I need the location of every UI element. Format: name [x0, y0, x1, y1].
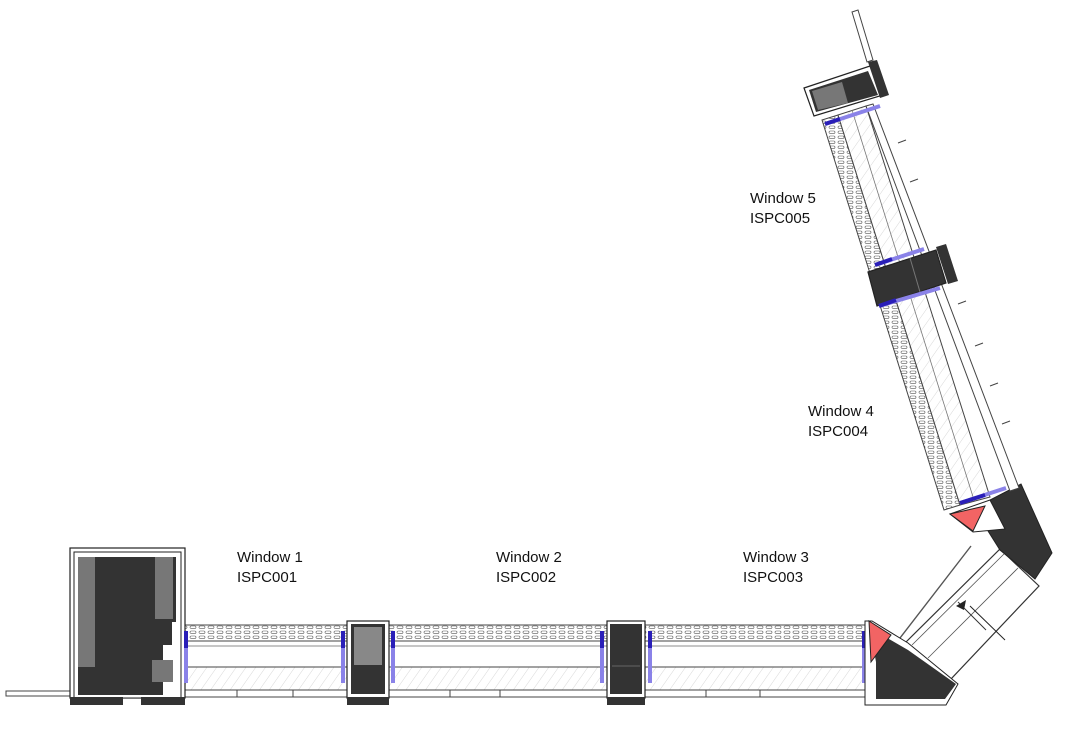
angled-wall-run [803, 9, 1020, 511]
mullion-2 [606, 620, 646, 705]
window-code: ISPC005 [750, 210, 810, 227]
window-name: Window 4 [808, 403, 874, 420]
window-name: Window 1 [237, 549, 303, 566]
glazing-seals-horizontal [184, 631, 866, 683]
window-code: ISPC002 [496, 569, 556, 586]
window-name: Window 3 [743, 549, 809, 566]
window-label-5: Window 5 ISPC005 [750, 190, 816, 227]
mullion-1 [346, 620, 390, 705]
window-code: ISPC003 [743, 569, 803, 586]
glass-pane-hatch [181, 666, 871, 691]
perforated-band [181, 624, 871, 642]
mid-mullion-block [867, 244, 958, 307]
window-code: ISPC004 [808, 423, 868, 440]
bottom-sill-line [179, 689, 869, 698]
window-label-3: Window 3 ISPC003 [743, 549, 809, 586]
left-sill [5, 690, 77, 697]
corner-block-bottom [864, 620, 959, 706]
left-column-block [69, 547, 186, 705]
glazing-cavity [181, 640, 871, 668]
corner-block-top [948, 483, 1053, 580]
window-code: ISPC001 [237, 569, 297, 586]
top-head-block [803, 60, 889, 117]
glazing-seals-diagonal [824, 104, 1007, 505]
window-label-4: Window 4 ISPC004 [808, 403, 874, 440]
window-label-1: Window 1 ISPC001 [237, 549, 303, 586]
window-label-2: Window 2 ISPC002 [496, 549, 562, 586]
window-name: Window 5 [750, 190, 816, 207]
outer-sill-diagonal [865, 103, 1020, 492]
corner-assembly [864, 483, 1053, 706]
window-name: Window 2 [496, 549, 562, 566]
horizontal-wall-run [5, 547, 871, 705]
glass-pane-diagonal [837, 105, 991, 506]
top-sill-extension [851, 9, 874, 63]
